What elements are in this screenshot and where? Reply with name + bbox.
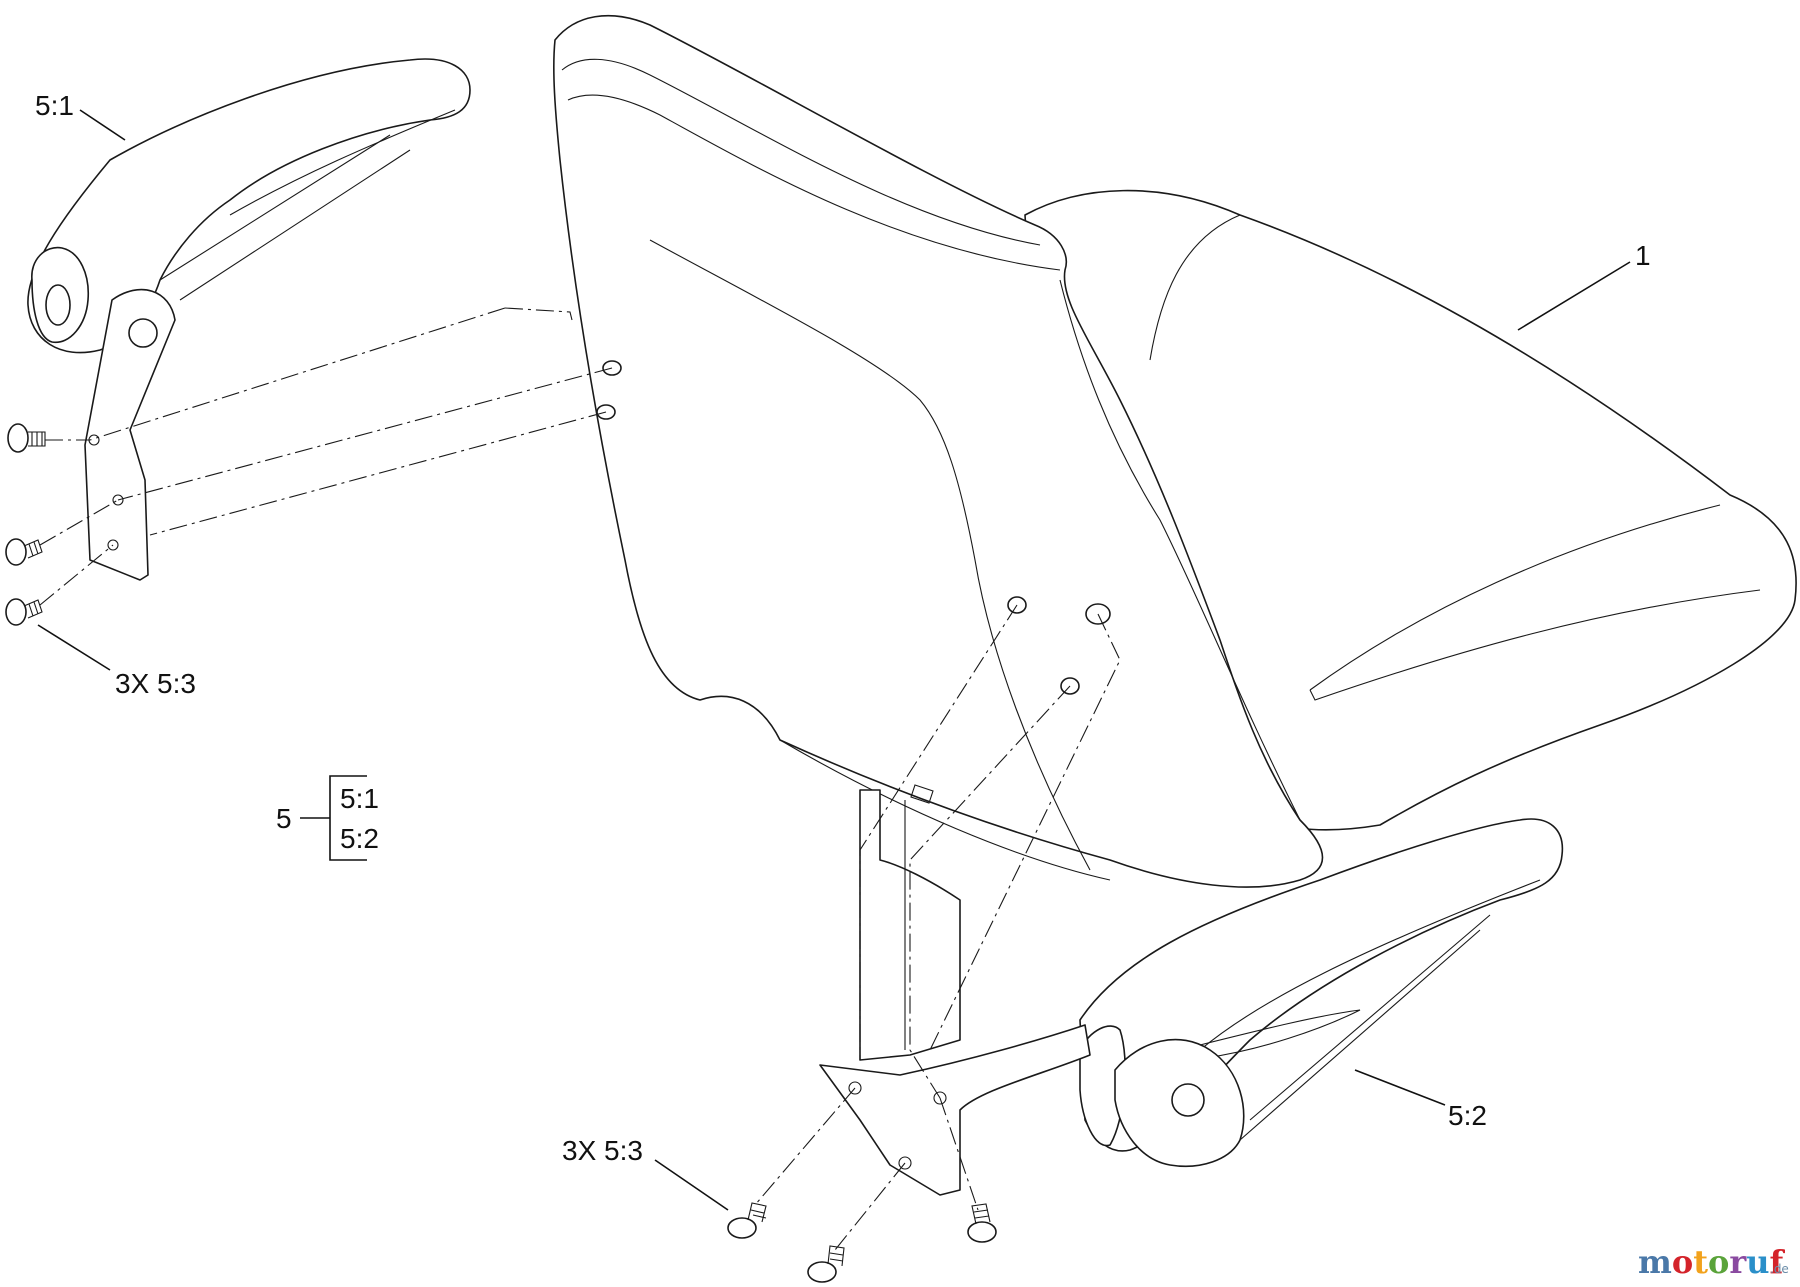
watermark-text: motoruf [1638,1243,1785,1281]
phantom-line [504,307,573,321]
armrest-left-bracket-hole-3 [107,539,119,551]
armrest-right-slot [1199,1009,1361,1059]
leader-seat [1517,261,1631,331]
kit-item-1: 5:1 [340,783,379,814]
seat-back [553,14,1324,888]
leader-screws-left [37,624,111,671]
screw-head-icon [5,598,27,626]
seat-pan-bracket [859,789,961,1061]
phantom-line [117,367,613,501]
screw-thread-icon [23,539,43,559]
armrest-right-bracket-hole-2 [933,1091,947,1105]
kit-brace [329,775,367,861]
watermark-suffix: .de [1770,1262,1789,1276]
seat-cushion-front-seam [1309,504,1721,691]
armrest-left [27,58,471,581]
phantom-line [834,1162,906,1251]
kit-bracket: 5 5:1 5:2 [276,775,379,861]
phantom-line [39,544,114,606]
armrest-right-bracket-hole-1 [848,1081,862,1095]
screw-right-2 [807,1245,845,1283]
screw-left-3 [5,598,43,626]
armrest-right-pivot [1171,1083,1205,1117]
screw-head-icon [807,1261,837,1283]
callout-seat: 1 [1635,240,1651,271]
screw-right-3 [967,1203,997,1243]
callout-screws-left: 3X 5:3 [115,668,196,699]
phantom-line [929,613,1121,1051]
screw-left-2 [5,538,43,566]
leader-screws-right [654,1159,729,1211]
seat-back-inner-line [1059,279,1301,821]
leader-armrest-left [79,109,126,141]
phantom-line [909,685,1071,1099]
wm-letter: u [1746,1243,1769,1281]
screws-right [727,1202,997,1283]
wm-letter: f [1769,1243,1785,1281]
screw-head-icon [7,423,29,453]
kit-number: 5 [276,803,292,834]
armrest-left-hinge-boss [45,284,71,326]
callout-screws-right: 3X 5:3 [562,1135,643,1166]
screw-thread-icon [23,599,43,619]
kit-item-2: 5:2 [340,823,379,854]
phantom-line [89,307,506,441]
seat-cushion-top-seam [1149,214,1241,361]
callout-armrest-left: 5:1 [35,90,74,121]
armrest-right-web [1239,914,1491,1141]
screw-thread-icon [747,1202,767,1223]
armrest-left-pad [27,58,471,354]
seat-back-rim-inner [567,94,1061,271]
screw-head-icon [727,1217,757,1239]
phantom-line [859,604,1018,1060]
screw-thread-icon [28,431,46,447]
callout-armrest-right: 5:2 [1448,1100,1487,1131]
phantom-line [939,1097,979,1211]
screw-right-1 [727,1202,767,1239]
seat-back-lower-edge [779,739,1111,881]
seat-cushion-front-crease [1309,589,1761,701]
screw-thread-icon [971,1203,991,1225]
phantom-line [39,499,119,546]
armrest-left-pad-seam [229,109,456,216]
phantom-lines [39,307,1121,1251]
wm-letter: m [1638,1243,1672,1281]
armrest-left-web [159,134,411,301]
phantom-line [754,1087,856,1206]
leader-armrest-right [1354,1069,1446,1106]
wm-letter: o [1708,1243,1729,1281]
armrest-right [819,818,1564,1196]
armrest-left-bracket-hole-2 [112,494,124,506]
seat-back-rim [561,58,1041,246]
armrest-left-bracket [84,288,176,581]
screws-left [5,423,46,626]
phantom-line [149,411,607,536]
armrest-right-bracket-hole-3 [898,1156,912,1170]
screw-left-1 [7,423,46,453]
seat-back-panel-curve [649,239,1091,871]
screw-head-icon [967,1221,997,1243]
armrest-left-pivot [128,318,158,348]
seat-bolt-stub [910,784,934,804]
wm-letter: o [1672,1243,1693,1281]
wm-letter: r [1729,1243,1747,1281]
screw-head-icon [5,538,27,566]
seat-assembly [553,14,1797,1061]
callouts: 5:1 1 3X 5:3 5:2 3X 5:3 [35,90,1651,1211]
watermark-logo: motoruf .de [1638,1243,1789,1281]
armrest-right-pad-seam [1199,879,1541,1051]
wm-letter: t [1693,1243,1708,1281]
armrest-right-bracket [819,1024,1091,1196]
